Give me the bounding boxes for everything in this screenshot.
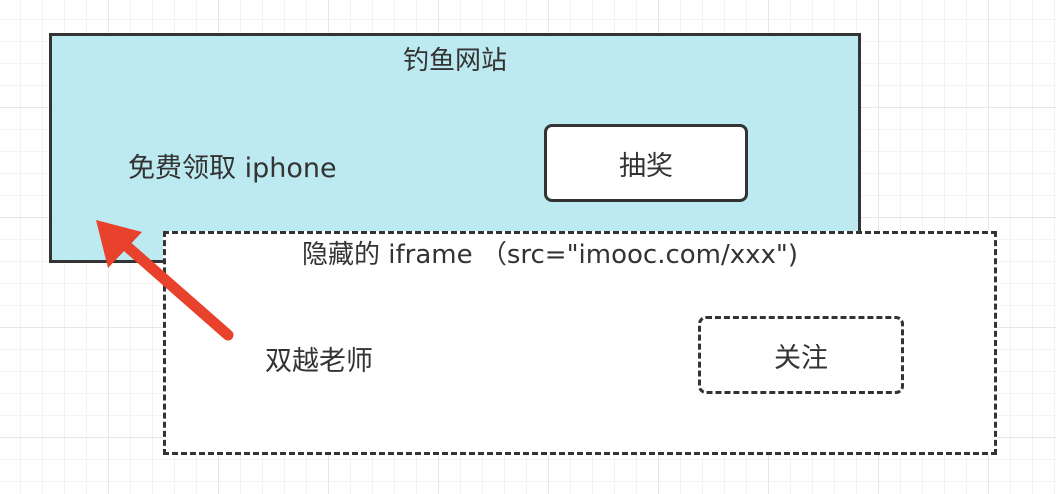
teacher-name-text: 双越老师 [265,346,373,377]
follow-button[interactable]: 关注 [698,316,904,394]
free-iphone-offer-text: 免费领取 iphone [128,153,337,184]
phishing-site-box: 钓鱼网站 免费领取 iphone 抽奖 [49,33,861,263]
phishing-site-title: 钓鱼网站 [402,46,507,76]
hidden-iframe-label: 隐藏的 iframe （src="imooc.com/xxx") [302,240,799,270]
lottery-button[interactable]: 抽奖 [544,124,748,202]
hidden-iframe-box: 隐藏的 iframe （src="imooc.com/xxx") 双越老师 关注 [163,231,997,455]
